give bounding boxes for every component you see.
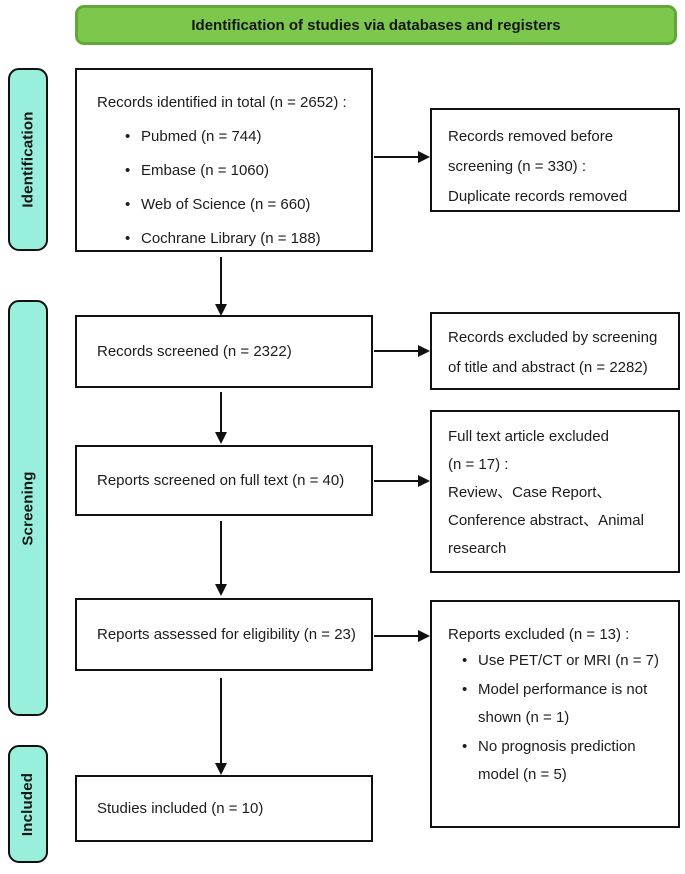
stage-identification: Identification [8, 68, 48, 251]
arrow-right-assessed-to-excluded [374, 635, 418, 637]
list-item-text: Model performance is not shown (n = 1) [478, 681, 648, 726]
reports-excluded-title: Reports excluded (n = 13) : [448, 626, 630, 643]
stage-identification-label: Identification [19, 111, 37, 208]
list-item-text: No prognosis prediction model (n = 5) [478, 738, 636, 783]
records-identified-list: • Pubmed (n = 744) • Embase (n = 1060) •… [125, 120, 361, 256]
fulltext-excluded-line: research [448, 540, 507, 557]
list-item-text: Web of Science (n = 660) [141, 196, 311, 213]
records-screened-title: Records screened (n = 2322) [97, 343, 292, 360]
box-records-screened: Records screened (n = 2322) [75, 315, 373, 388]
records-excluded-line: Records excluded by screening [448, 329, 658, 346]
reports-assessed-title: Reports assessed for eligibility (n = 23… [97, 626, 356, 643]
list-item: • Web of Science (n = 660) [125, 188, 361, 222]
records-removed-line: screening (n = 330) : [448, 158, 586, 175]
records-removed-line: Duplicate records removed [448, 188, 628, 205]
list-item: • Model performance is not shown (n = 1) [462, 676, 668, 732]
list-item: • No prognosis prediction model (n = 5) [462, 733, 668, 789]
arrow-down-assessed-to-included [220, 678, 222, 763]
stage-screening-label: Screening [19, 470, 37, 546]
list-item: • Pubmed (n = 744) [125, 120, 361, 154]
box-reports-excluded: Reports excluded (n = 13) : • Use PET/CT… [430, 600, 680, 828]
reports-screened-title: Reports screened on full text (n = 40) [97, 472, 345, 489]
box-reports-screened: Reports screened on full text (n = 40) [75, 445, 373, 516]
stage-included: Included [8, 745, 48, 863]
bullet-icon: • [125, 128, 131, 145]
arrow-down-fulltext-to-assessed [220, 521, 222, 584]
reports-excluded-list: • Use PET/CT or MRI (n = 7) • Model perf… [462, 647, 668, 789]
bullet-icon: • [462, 738, 468, 755]
stage-included-label: Included [19, 772, 37, 836]
fulltext-excluded-line: Conference abstract、Animal [448, 512, 644, 529]
bullet-icon: • [125, 162, 131, 179]
arrow-right-fulltext-to-excluded [374, 480, 418, 482]
fulltext-excluded-line: (n = 17) : [448, 456, 509, 473]
records-identified-title: Records identified in total (n = 2652) : [97, 94, 347, 111]
list-item-text: Pubmed (n = 744) [141, 128, 262, 145]
box-records-removed: Records removed before screening (n = 33… [430, 108, 680, 212]
list-item: • Use PET/CT or MRI (n = 7) [462, 647, 668, 675]
studies-included-title: Studies included (n = 10) [97, 800, 264, 817]
list-item-text: Use PET/CT or MRI (n = 7) [478, 652, 660, 669]
arrow-down-identified-to-screened [220, 257, 222, 304]
arrow-right-screened-to-excluded [374, 350, 418, 352]
bullet-icon: • [125, 196, 131, 213]
records-removed-line: Records removed before [448, 128, 614, 145]
list-item: • Cochrane Library (n = 188) [125, 222, 361, 256]
banner-title: Identification of studies via databases … [191, 16, 561, 34]
fulltext-excluded-line: Full text article excluded [448, 428, 609, 445]
box-records-excluded: Records excluded by screening of title a… [430, 312, 680, 390]
box-fulltext-excluded: Full text article excluded (n = 17) : Re… [430, 410, 680, 573]
bullet-icon: • [125, 230, 131, 247]
bullet-icon: • [462, 652, 468, 669]
box-records-identified: Records identified in total (n = 2652) :… [75, 68, 373, 252]
box-studies-included: Studies included (n = 10) [75, 775, 373, 842]
stage-screening: Screening [8, 300, 48, 716]
arrow-right-identified-to-removed [374, 156, 418, 158]
records-excluded-line: of title and abstract (n = 2282) [448, 359, 648, 376]
fulltext-excluded-line: Review、Case Report、 [448, 484, 612, 501]
list-item-text: Cochrane Library (n = 188) [141, 230, 321, 247]
banner-identification-of-studies: Identification of studies via databases … [75, 5, 677, 45]
arrow-down-screened-to-fulltext [220, 392, 222, 432]
box-reports-assessed: Reports assessed for eligibility (n = 23… [75, 598, 373, 671]
bullet-icon: • [462, 681, 468, 698]
list-item: • Embase (n = 1060) [125, 154, 361, 188]
list-item-text: Embase (n = 1060) [141, 162, 269, 179]
